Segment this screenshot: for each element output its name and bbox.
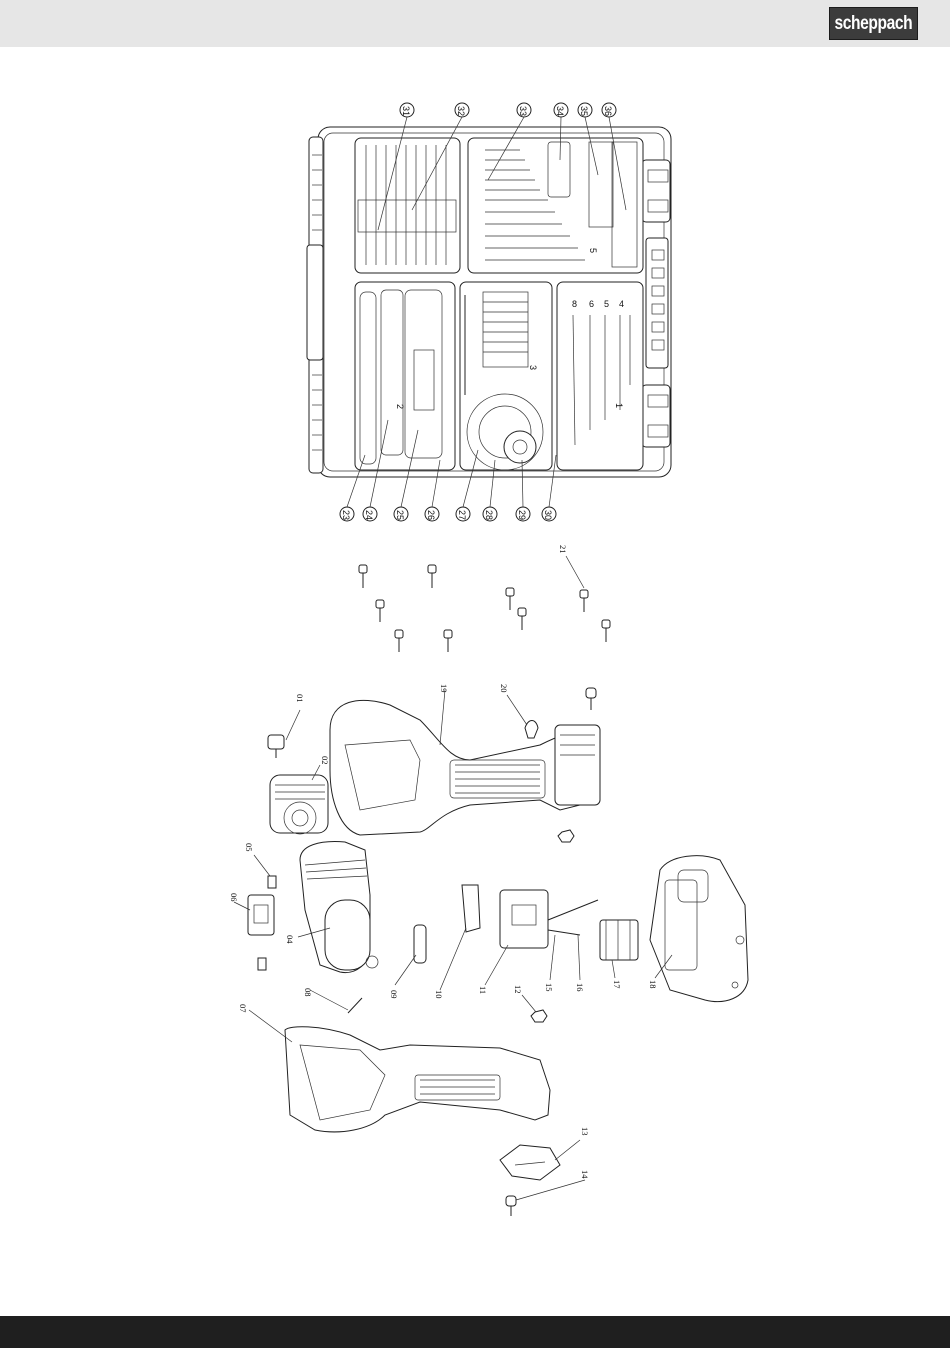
part-label-08: 08 [303, 988, 313, 997]
part-label-11: 11 [478, 986, 488, 994]
gearbox-motor-drawing: 04 05 06 08 09 [229, 842, 426, 1013]
svg-text:25: 25 [395, 510, 405, 520]
screws-drawing: 21 [359, 545, 610, 652]
accessory-case-drawing: 2 3 5 1 8 6 5 4 [307, 127, 671, 477]
svg-text:31: 31 [401, 106, 411, 116]
battery-pack-drawing: 18 [648, 856, 748, 1002]
part-label-18: 18 [648, 980, 658, 989]
svg-text:29: 29 [517, 510, 527, 520]
bit-size-mark: 8 [572, 299, 577, 309]
part-label-17: 17 [612, 980, 622, 989]
svg-text:28: 28 [484, 510, 494, 520]
part-label-10: 10 [434, 990, 444, 999]
svg-text:30: 30 [543, 510, 553, 520]
part-label-19: 19 [439, 684, 449, 693]
part-label-12: 12 [513, 985, 523, 994]
bit-size-mark: 5 [604, 299, 609, 309]
svg-text:34: 34 [555, 106, 565, 116]
compartment-number: 5 [588, 248, 598, 253]
compartment-number: 3 [528, 365, 538, 370]
part-label-14: 14 [580, 1170, 590, 1179]
svg-text:35: 35 [579, 106, 589, 116]
main-housing-drawing: 19 20 [330, 684, 600, 842]
switch-assembly-drawing: 10 11 15 16 12 17 [434, 885, 638, 1022]
bit-size-mark: 6 [589, 299, 594, 309]
part-label-13: 13 [580, 1127, 590, 1136]
part-label-09: 09 [389, 990, 399, 999]
part-label-20: 20 [499, 684, 509, 693]
part-label-06: 06 [229, 893, 239, 902]
part-label-07: 07 [238, 1004, 248, 1013]
part-label-04: 04 [285, 935, 295, 944]
svg-text:24: 24 [364, 510, 374, 520]
belt-clip-drawing: 13 14 [500, 1127, 590, 1216]
bit-size-mark: 4 [619, 299, 624, 309]
part-label-16: 16 [575, 983, 585, 992]
housing-half-drawing: 07 [238, 1004, 550, 1132]
svg-text:36: 36 [603, 106, 613, 116]
part-label-21: 21 [558, 545, 568, 554]
part-label-02: 02 [320, 756, 330, 765]
compartment-number: 1 [614, 403, 624, 408]
svg-text:33: 33 [518, 106, 528, 116]
chuck-drawing: 02 01 [268, 694, 330, 834]
part-label-01: 01 [295, 694, 305, 703]
part-label-05: 05 [244, 843, 254, 852]
svg-text:27: 27 [457, 510, 467, 520]
svg-text:32: 32 [456, 106, 466, 116]
svg-text:26: 26 [426, 510, 436, 520]
svg-text:23: 23 [341, 510, 351, 520]
compartment-number: 2 [395, 404, 405, 409]
part-label-15: 15 [544, 983, 554, 992]
